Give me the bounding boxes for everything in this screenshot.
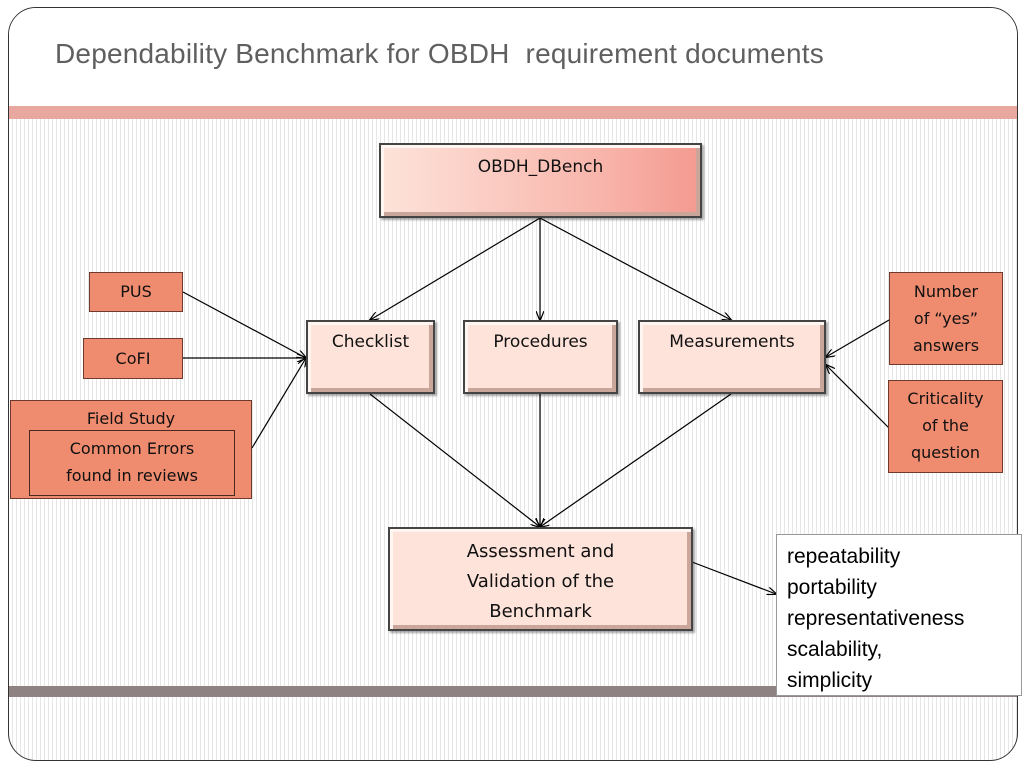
criticality-line-2: of the (922, 416, 969, 435)
yes-answers-box: Number of “yes” answers (889, 272, 1003, 365)
assessment-line-2: Validation of the (466, 571, 615, 592)
procedures-box: Procedures (463, 320, 618, 394)
root-node-label: OBDH_DBench (477, 157, 604, 177)
arrow-fieldstudy-to-checklist (251, 358, 306, 449)
pus-box: PUS (89, 272, 183, 312)
bottom-accent-band (9, 686, 1017, 697)
common-errors-line-1: Common Errors (69, 439, 195, 458)
measurements-box: Measurements (638, 320, 826, 394)
property-repeatability: repeatability (787, 545, 901, 568)
criticality-line-3: question (910, 443, 981, 462)
arrow-root-to-checklist (370, 217, 541, 320)
arrow-assessment-to-properties (691, 561, 776, 594)
property-scalability: scalability, (787, 638, 883, 661)
measurements-label: Measurements (669, 332, 795, 352)
criticality-box: Criticality of the question (888, 380, 1003, 473)
criticality-line-1: Criticality (907, 389, 984, 408)
arrow-yes-to-measurements (826, 319, 890, 357)
yes-answers-line-1: Number (913, 282, 979, 301)
arrow-root-to-measurements (539, 217, 731, 320)
arrow-checklist-to-assessment (369, 393, 540, 527)
yes-answers-line-3: answers (912, 336, 980, 355)
slide-frame: Dependability Benchmark for OBDH require… (8, 7, 1018, 761)
procedures-label: Procedures (493, 332, 588, 352)
field-study-label: Field Study (86, 409, 176, 428)
arrow-pus-to-checklist (182, 291, 306, 358)
checklist-label: Checklist (331, 332, 410, 352)
property-simplicity: simplicity (787, 669, 873, 692)
property-portability: portability (787, 576, 877, 599)
property-representativeness: representativeness (787, 607, 965, 630)
arrow-measurements-to-assessment (540, 393, 732, 527)
arrow-criticality-to-measurements (826, 365, 890, 429)
common-errors-line-2: found in reviews (66, 466, 198, 485)
assessment-box: Assessment and Validation of the Benchma… (388, 527, 693, 631)
assessment-line-1: Assessment and (466, 541, 615, 562)
yes-answers-line-2: of “yes” (913, 309, 979, 328)
top-accent-band (9, 106, 1017, 119)
assessment-line-3: Benchmark (489, 601, 592, 622)
cofi-label: CoFI (115, 349, 151, 368)
properties-list: repeatability portability representative… (776, 534, 1022, 696)
common-errors-box: Common Errors found in reviews (29, 430, 235, 496)
slide-title: Dependability Benchmark for OBDH require… (55, 38, 824, 69)
cofi-box: CoFI (83, 338, 183, 379)
checklist-box: Checklist (306, 320, 435, 394)
pus-label: PUS (120, 282, 152, 301)
title-area: Dependability Benchmark for OBDH require… (9, 8, 1017, 106)
root-node-box: OBDH_DBench (379, 143, 702, 218)
